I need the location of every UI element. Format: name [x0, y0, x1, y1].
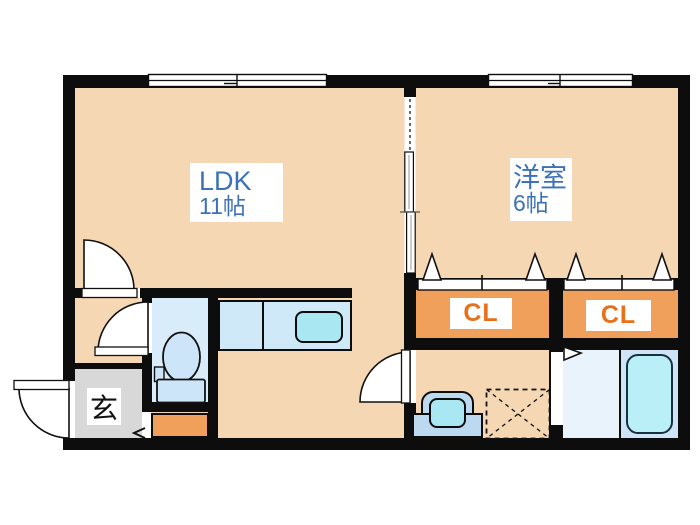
- label-ldk: LDK 11帖: [190, 163, 283, 222]
- floor-bathroom-shower: [563, 350, 620, 438]
- wall-entrance-top: [75, 363, 142, 369]
- wall-outer-left: [63, 75, 75, 450]
- opening-washroom-door: [404, 350, 416, 403]
- opening-ldk-door: [82, 288, 140, 298]
- western-room-name: 洋室: [513, 162, 567, 193]
- wall-closet-bottom: [404, 338, 678, 350]
- ldk-area: 11帖: [199, 192, 246, 219]
- opening-toilet-door: [142, 303, 152, 353]
- western-room-area: 6帖: [513, 189, 549, 216]
- wall-ldk-south: [63, 288, 352, 298]
- label-closet-left: CL: [450, 298, 512, 329]
- ldk-name: LDK: [199, 165, 252, 196]
- washbasin-sink: [429, 398, 466, 428]
- floor-toilet-room: [152, 298, 208, 402]
- label-closet-right: CL: [586, 300, 651, 331]
- wall-closet-top: [404, 278, 678, 290]
- wall-outer-right: [678, 75, 690, 450]
- bathtub: [626, 354, 673, 434]
- label-entrance: 玄: [87, 388, 121, 425]
- door-entry: [13, 379, 70, 439]
- kitchen-sink: [295, 311, 343, 343]
- bathroom-zone-divider: [619, 350, 621, 438]
- gap-entrance-cabinet: [142, 412, 151, 438]
- wall-toilet-right: [208, 298, 218, 438]
- opening-bathroom-door: [551, 352, 563, 425]
- wall-outer-top: [63, 75, 690, 88]
- wall-toilet-bottom: [142, 402, 218, 412]
- wall-partition-top: [404, 88, 416, 97]
- wall-outer-bottom: [63, 438, 690, 450]
- label-western-room: 洋室 6帖: [510, 158, 572, 221]
- kitchen-counter-divider: [262, 301, 264, 350]
- shoe-cabinet: [151, 413, 209, 438]
- wall-closet-mid: [549, 278, 563, 350]
- opening-entry-door: [63, 381, 75, 438]
